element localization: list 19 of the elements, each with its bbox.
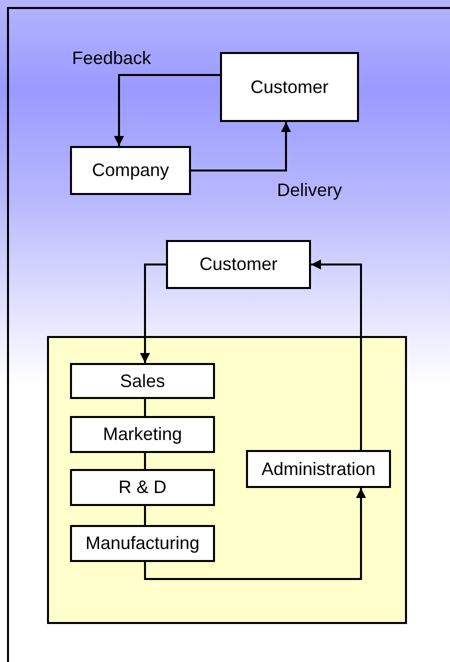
- arrow: [191, 122, 291, 172]
- process-box: Customer: [220, 52, 359, 122]
- process-box: Administration: [246, 450, 391, 488]
- process-box: Sales: [70, 363, 215, 399]
- process-box: R & D: [70, 469, 215, 506]
- connector-line: [144, 453, 146, 469]
- arrow: [311, 260, 362, 450]
- connector-line: [144, 399, 146, 416]
- process-box: Manufacturing: [70, 525, 215, 562]
- edge-label: Delivery: [277, 180, 342, 200]
- process-box: Customer: [166, 240, 311, 289]
- process-box: Marketing: [70, 416, 215, 453]
- edge-label: Feedback: [72, 48, 152, 69]
- arrow: [140, 264, 166, 363]
- process-box: Company: [70, 146, 191, 195]
- arrow: [114, 74, 220, 146]
- department-panel: [47, 336, 407, 624]
- connector-line: [144, 506, 146, 525]
- arrow: [144, 488, 366, 580]
